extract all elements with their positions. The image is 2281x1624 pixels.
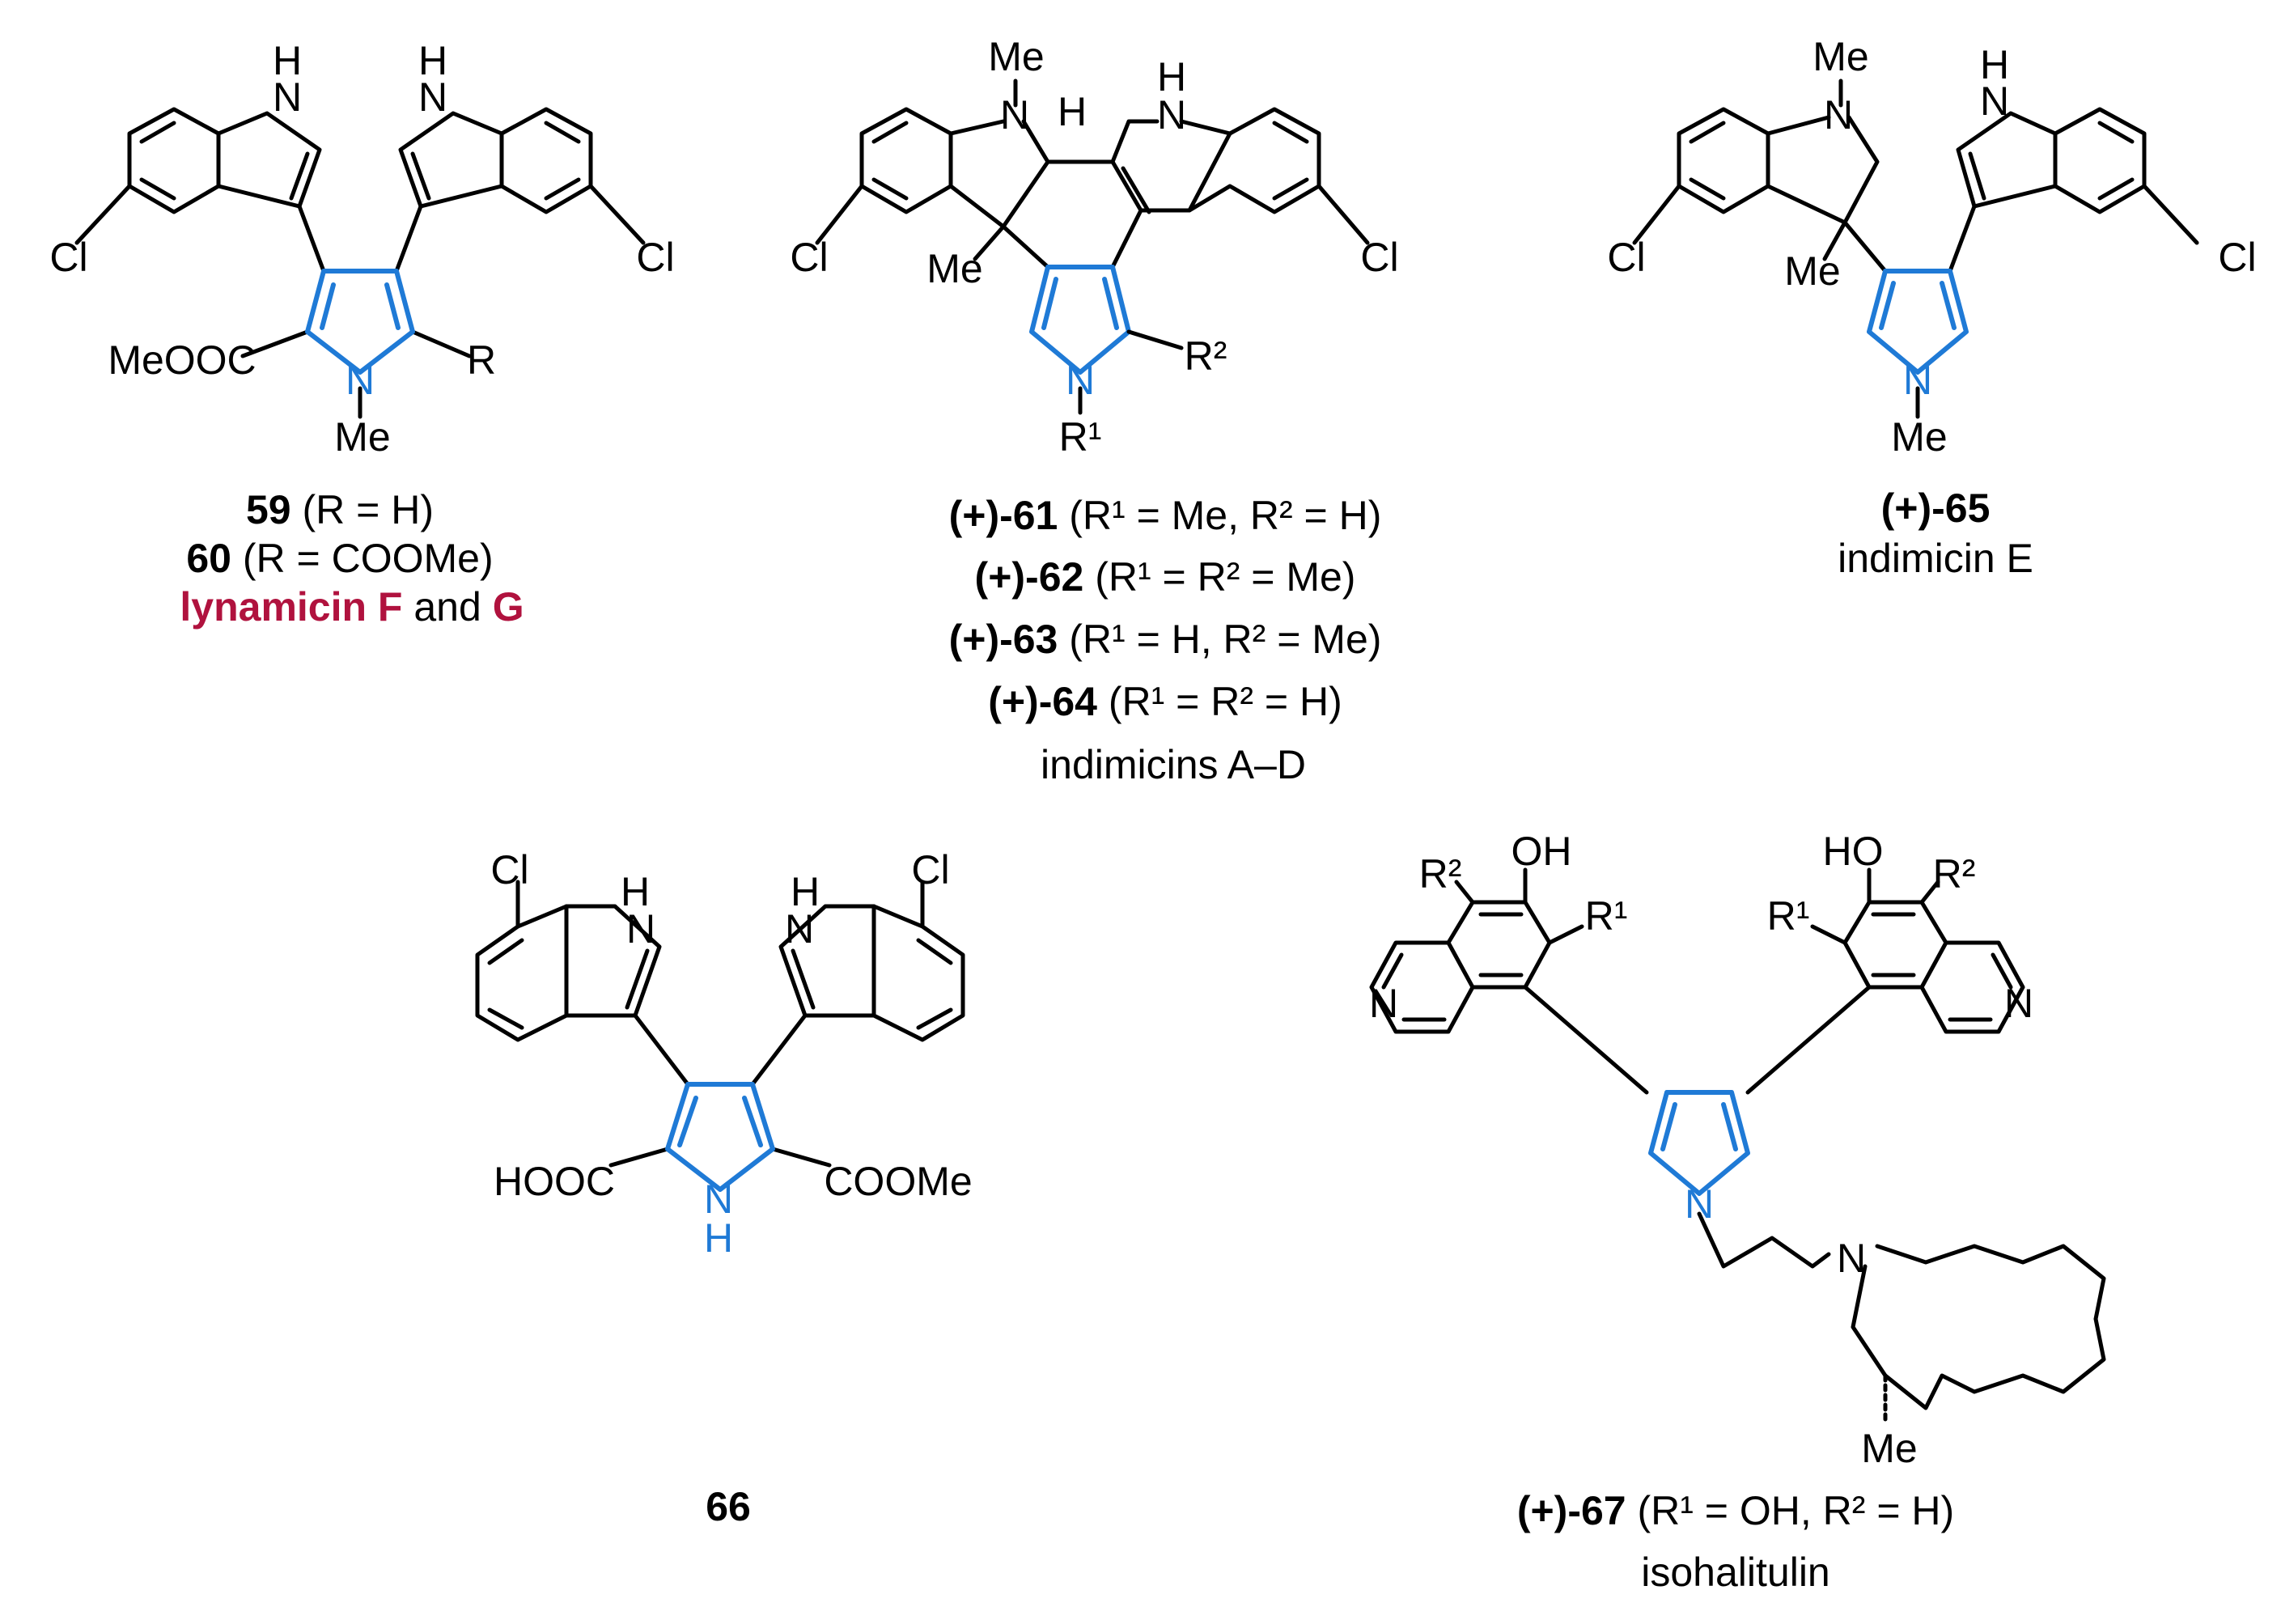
compound-number: (+)-65 (1880, 486, 1991, 531)
quinoline-n-right-label: N (2003, 981, 2034, 1026)
r-label: R (466, 337, 497, 383)
name-part-f: lynamicin F (180, 584, 403, 630)
compound-number: (+)-67 (1516, 1488, 1626, 1533)
name-part-g: G (492, 584, 524, 630)
oh-label: OH (1511, 829, 1572, 874)
azacycle-n-label: N (1836, 1236, 1867, 1281)
h-right-label: H (1156, 54, 1187, 100)
h-right-label: H (790, 869, 820, 914)
compound-66-structure (475, 880, 965, 1192)
ester-label: COOMe (824, 1159, 973, 1204)
caption-text: (R = H) (302, 487, 435, 532)
compound-name: lynamicin F and G (180, 587, 524, 627)
quaternary-methyl-label: Me (926, 246, 983, 291)
caption-64: (+)-64 (R¹ = R² = H) (988, 681, 1342, 722)
chlorine-right-label: Cl (636, 235, 675, 280)
chlorine-left-label: Cl (790, 235, 829, 280)
caption-66: 66 (706, 1486, 751, 1527)
compound-lynamicin: N H N H Cl Cl MeOOC R N Me 59 (R = H) 60… (0, 0, 674, 647)
ho-label: HO (1822, 829, 1884, 874)
methyl-label: Me (1861, 1426, 1918, 1471)
r2-right-label: R² (1932, 851, 1976, 897)
compound-number: 66 (706, 1484, 751, 1529)
r1-left-label: R¹ (1584, 893, 1628, 939)
pyrrole-n-label: N (703, 1177, 734, 1222)
compound-name: indimicin E (1838, 536, 2033, 581)
compound-name: isohalitulin (1641, 1550, 1830, 1595)
compound-number: 60 (186, 536, 231, 581)
r1-right-label: R¹ (1766, 893, 1810, 939)
r2-label: R² (1184, 333, 1227, 379)
compound-66: Cl Cl N H N H HOOC COOMe N H 66 (453, 825, 1060, 1554)
chlorine-right-label: Cl (911, 847, 950, 893)
caption-text: (R¹ = R² = Me) (1095, 554, 1356, 600)
pyrrole-n-label: N (1902, 358, 1933, 403)
compound-indimicins-a-d: Me N H N H Me Cl Cl N R¹ R² (+)-61 (R¹ =… (790, 0, 1537, 809)
n-methyl-top-label: Me (988, 34, 1045, 79)
chlorine-right-label: Cl (1360, 235, 1399, 280)
caption-text: (R¹ = H, R² = Me) (1069, 617, 1382, 662)
n-methyl-label: Me (334, 414, 391, 460)
pyrrole-nh-label: H (703, 1215, 734, 1261)
nh-right-label: N (1156, 92, 1187, 138)
chlorine-left-label: Cl (490, 847, 529, 893)
r1-label: R¹ (1058, 414, 1102, 460)
indoline-n-label: N (1823, 92, 1854, 138)
acid-label: HOOC (494, 1159, 615, 1204)
compound-isohalitulin: R² OH R¹ HO R¹ R² N N N N Me (+)-67 (R¹ … (1327, 825, 2281, 1624)
caption-62: (+)-62 (R¹ = R² = Me) (975, 557, 1356, 597)
caption-text: (R¹ = OH, R² = H) (1637, 1488, 1955, 1533)
compound-number: (+)-63 (948, 617, 1058, 662)
n-methyl-label: Me (1891, 414, 1948, 460)
compound-indimicin-e: Me N N H Me Cl Cl N Me (+)-65 indimicin … (1594, 0, 2281, 607)
compound-number: (+)-61 (948, 493, 1058, 538)
caption-59: 59 (R = H) (246, 490, 434, 530)
compound-number: 59 (245, 487, 291, 532)
caption-61: (+)-61 (R¹ = Me, R² = H) (949, 495, 1382, 536)
r2-left-label: R² (1418, 851, 1462, 897)
compound-name: indimicins A–D (1041, 742, 1306, 787)
nh-left-label: N (272, 74, 303, 120)
indoline-n-label: N (999, 92, 1030, 138)
indimicin-e-structure (1632, 78, 2199, 419)
n-methyl-top-label: Me (1813, 34, 1869, 79)
lynamicin-structure (74, 107, 646, 419)
h-left-label: H (272, 38, 303, 83)
h-left-label: H (620, 869, 651, 914)
stereo-h-label: H (1057, 89, 1088, 134)
quinoline-n-left-label: N (1368, 981, 1399, 1026)
quaternary-methyl-label: Me (1784, 248, 1841, 294)
chlorine-left-label: Cl (49, 235, 88, 280)
nh-right-label: N (784, 906, 815, 952)
caption-63: (+)-63 (R¹ = H, R² = Me) (949, 619, 1382, 659)
caption-text: (R = COOMe) (242, 536, 494, 581)
h-right-label: H (418, 38, 448, 83)
indimicins-structure (815, 78, 1370, 415)
pyrrole-n-label: N (1065, 358, 1096, 403)
caption-65: (+)-65 (1881, 488, 1991, 528)
chlorine-right-label: Cl (2218, 235, 2257, 280)
caption-text: (R¹ = R² = H) (1108, 679, 1342, 724)
h-right-label: H (1979, 42, 2010, 87)
caption-60: 60 (R = COOMe) (186, 538, 493, 579)
chlorine-left-label: Cl (1607, 235, 1646, 280)
caption-67: (+)-67 (R¹ = OH, R² = H) (1517, 1490, 1954, 1531)
ester-label: MeOOC (108, 337, 257, 383)
nh-right-label: N (1979, 78, 2010, 124)
compound-number: (+)-64 (988, 679, 1097, 724)
caption-text: (R¹ = Me, R² = H) (1069, 493, 1382, 538)
pyrrole-n-label: N (1684, 1181, 1715, 1227)
nh-left-label: N (625, 906, 656, 952)
pyrrole-n-label: N (345, 358, 375, 403)
nh-right-label: N (418, 74, 448, 120)
name-part-and: and (402, 584, 493, 630)
isohalitulin-structure (1369, 867, 2106, 1427)
compound-number: (+)-62 (974, 554, 1084, 600)
